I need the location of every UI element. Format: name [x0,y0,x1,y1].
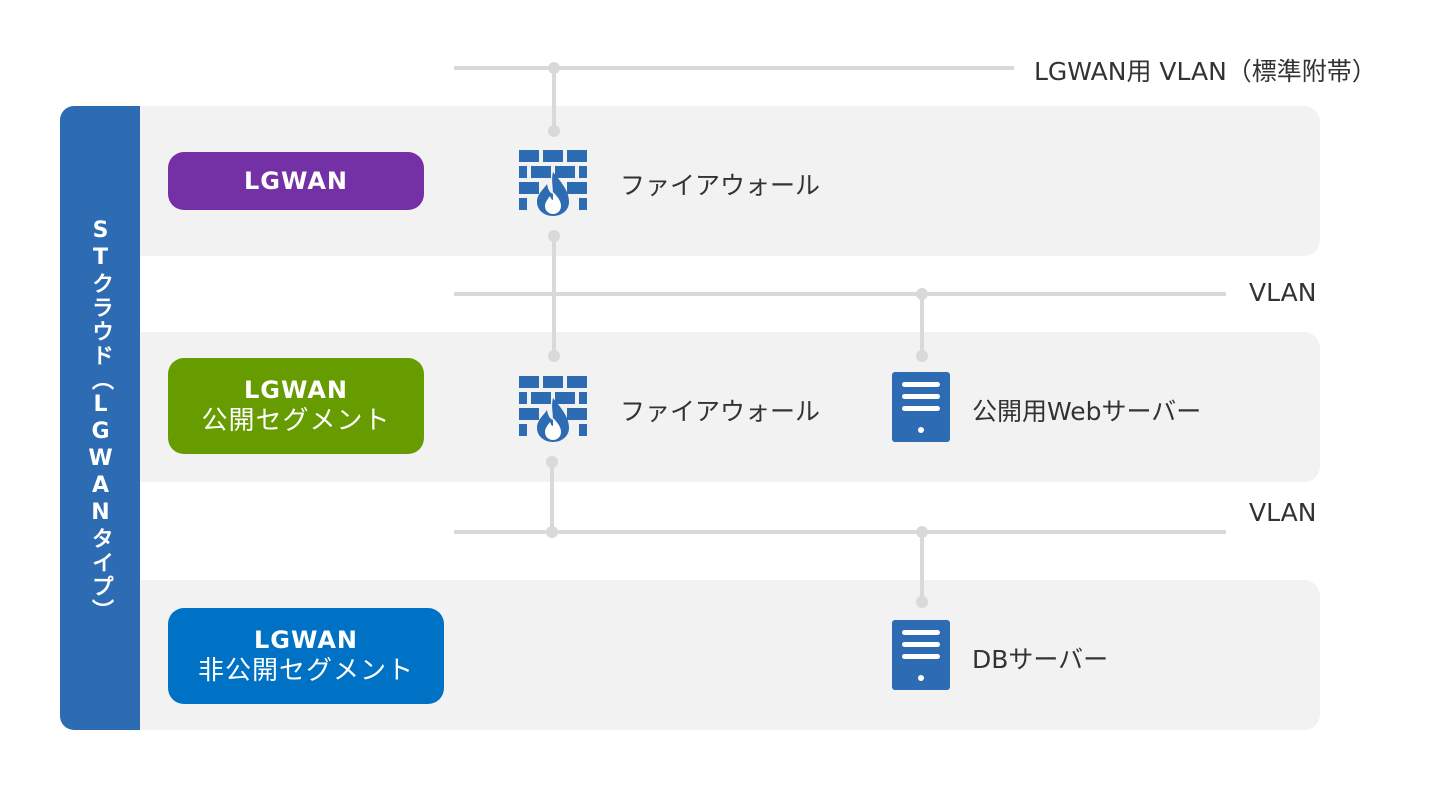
firewall-icon [519,376,587,442]
node-dot [546,456,558,468]
node-dot [916,288,928,300]
node-dot [916,596,928,608]
segment-badge-line1: LGWAN [243,167,349,195]
node-dot [548,62,560,74]
segment-badge-public: LGWAN 公開セグメント [168,358,424,454]
node-dot [548,350,560,362]
web-server-label: 公開用Webサーバー [972,397,1202,426]
server-icon [892,372,950,442]
segment-badge-line2: 公開セグメント [201,405,391,436]
firewall-1-label: ファイアウォール [620,171,821,200]
server-icon [892,620,950,690]
vlan-1-label: VLAN [1249,278,1317,307]
segment-badge-line2: 非公開セグメント [197,655,414,686]
cloud-bar [60,106,140,730]
node-dot [916,350,928,362]
top-vlan-label: LGWAN用 VLAN（標準附帯） [1034,57,1377,86]
vlan-2-label: VLAN [1249,498,1317,527]
node-dot [548,125,560,137]
segment-badge-line1: LGWAN [253,625,359,654]
node-dot [546,526,558,538]
firewall-2-label: ファイアウォール [620,397,821,426]
segment-badge-line1: LGWAN [243,375,349,404]
cloud-label: STクラウド（LGWANタイプ） [88,217,113,623]
db-server-label: DBサーバー [972,645,1109,674]
firewall-icon [519,150,587,216]
segment-badge-private: LGWAN 非公開セグメント [168,608,444,704]
node-dot [548,230,560,242]
segment-badge-lgwan: LGWAN [168,152,424,210]
node-dot [916,526,928,538]
